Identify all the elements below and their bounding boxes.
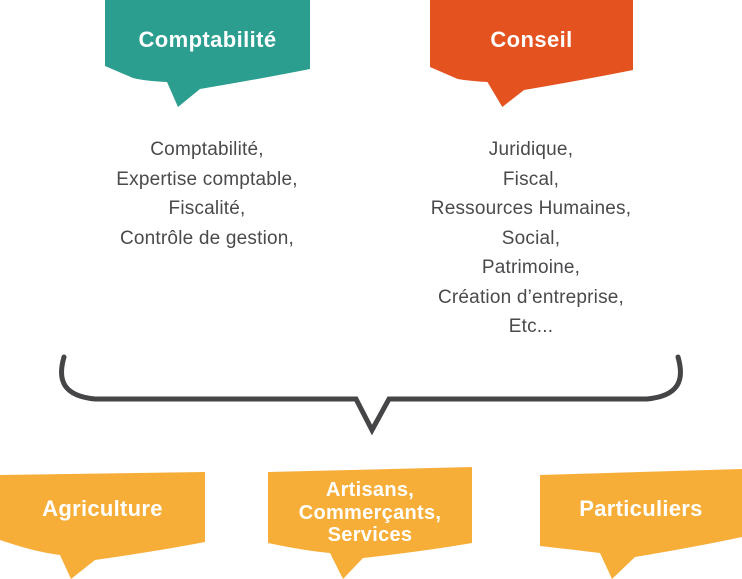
agriculture-label: Agriculture xyxy=(42,496,163,521)
particuliers-bubble-shape xyxy=(540,469,742,579)
service-item: Fiscal, xyxy=(502,168,560,190)
service-item: Contrôle de gestion, xyxy=(119,227,295,249)
comptabilite-bubble xyxy=(105,0,310,107)
artisans-label-line: Services xyxy=(327,524,413,546)
artisans-label: Artisans, Commerçants, Services xyxy=(268,479,472,547)
artisans-bubble xyxy=(268,467,472,579)
conseil-bubble-shape xyxy=(430,0,633,107)
service-item: Patrimoine, xyxy=(481,257,581,278)
service-item: Etc... xyxy=(508,316,554,337)
agriculture-bubble xyxy=(0,472,205,579)
service-item: Juridique, xyxy=(488,139,574,160)
service-item: Fiscalité, xyxy=(168,198,246,219)
service-item: Ressources Humaines, xyxy=(430,198,632,219)
brace-down-icon xyxy=(59,354,683,436)
artisans-label-line: Artisans, xyxy=(325,479,415,501)
service-item: Création d’entreprise, xyxy=(437,286,625,308)
comptabilite-services-list: Comptabilité, Expertise comptable, Fisca… xyxy=(57,135,357,253)
particuliers-bubble xyxy=(540,469,742,579)
service-item: Comptabilité, xyxy=(150,139,264,160)
particuliers-label: Particuliers xyxy=(579,496,703,521)
conseil-services-list: Juridique, Fiscal, Ressources Humaines, … xyxy=(381,135,681,342)
conseil-bubble xyxy=(430,0,633,107)
artisans-label-line: Commerçants, xyxy=(298,501,442,524)
brace-path xyxy=(59,354,683,436)
conseil-title: Conseil xyxy=(490,27,573,52)
comptabilite-title: Comptabilité xyxy=(138,27,277,52)
service-item: Social, xyxy=(501,227,561,249)
service-item: Expertise comptable, xyxy=(116,168,298,190)
agriculture-bubble-shape xyxy=(0,472,205,579)
artisans-bubble-shape xyxy=(268,467,472,579)
comptabilite-bubble-shape xyxy=(105,0,310,107)
